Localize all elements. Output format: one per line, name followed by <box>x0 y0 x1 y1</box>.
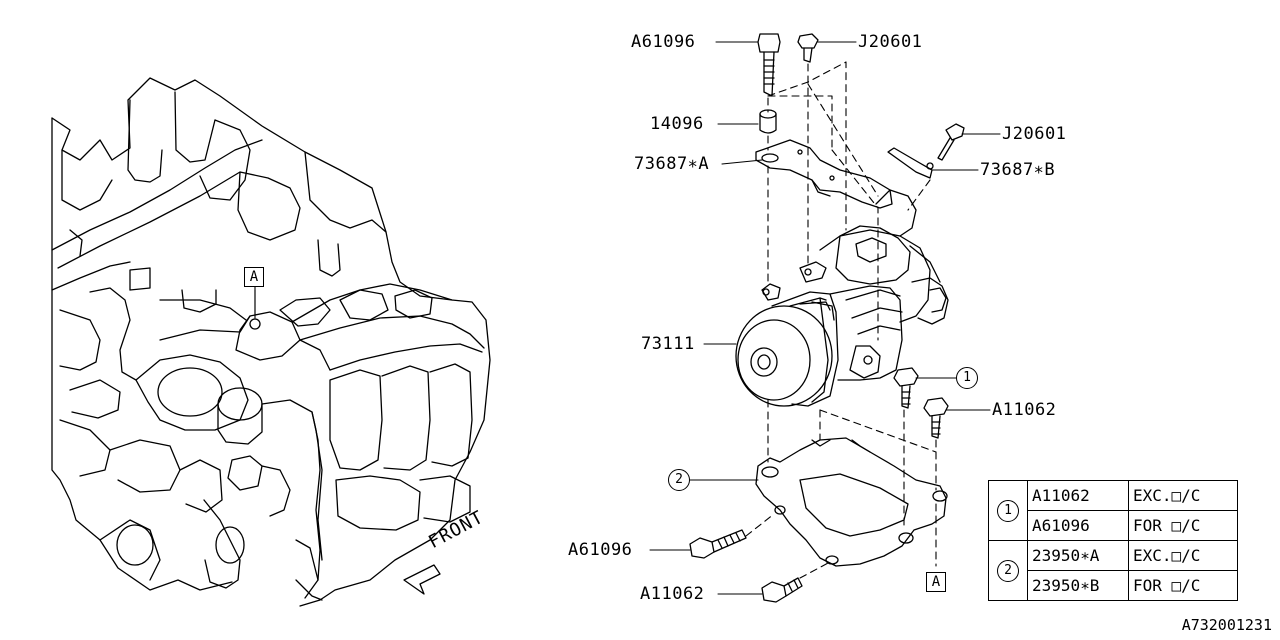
legend-callout-1: 1 <box>997 500 1019 522</box>
legend-condition: FOR □/C <box>1128 570 1238 601</box>
legend-part: A11062 <box>1027 480 1129 511</box>
legend-num-cell: 2 <box>988 540 1028 601</box>
front-arrow <box>403 564 441 595</box>
leader-lines <box>254 41 1001 595</box>
bolt-a11062-bottom <box>761 577 803 603</box>
legend-part: A61096 <box>1027 510 1129 541</box>
marker-a-bracket: A <box>926 572 946 592</box>
label-a61096-bottom: A61096 <box>568 540 633 560</box>
engine-illustration <box>51 77 491 607</box>
legend-row: 23950∗B FOR □/C <box>989 570 1238 601</box>
legend-part: 23950∗B <box>1027 570 1129 601</box>
label-73687a: 73687∗A <box>634 154 710 174</box>
bolt-a61096-top <box>757 33 781 97</box>
label-j20601-top: J20601 <box>858 32 923 52</box>
label-a11062-right: A11062 <box>992 400 1057 420</box>
legend-table: 1 A11062 EXC.□/C A61096 FOR □/C 2 23950∗… <box>988 480 1238 601</box>
label-a61096-top: A61096 <box>631 32 696 52</box>
legend-condition: FOR □/C <box>1128 510 1238 541</box>
label-73687b: 73687∗B <box>980 160 1056 180</box>
bolt-j20601-top <box>797 33 819 63</box>
bolt-callout-1 <box>893 367 919 409</box>
legend-callout-2: 2 <box>997 560 1019 582</box>
spacer-14096 <box>759 109 777 134</box>
label-a11062-bottom: A11062 <box>640 584 705 604</box>
legend-num-cell: 1 <box>988 480 1028 541</box>
legend-row: 1 A11062 EXC.□/C <box>988 480 1238 541</box>
label-73111: 73111 <box>641 334 695 354</box>
bolt-a61096-bottom <box>689 529 747 559</box>
marker-a-engine: A <box>244 267 264 287</box>
legend-condition: EXC.□/C <box>1128 540 1238 571</box>
label-14096: 14096 <box>650 114 704 134</box>
label-j20601-right: J20601 <box>1002 124 1067 144</box>
legend-part: 23950∗A <box>1027 540 1129 571</box>
legend-condition: EXC.□/C <box>1128 480 1238 511</box>
callout-1: 1 <box>956 367 978 389</box>
bracket-73687b <box>887 123 965 179</box>
assembly-dashed-lines <box>745 61 937 579</box>
legend-row: 2 23950∗A EXC.□/C <box>988 540 1238 601</box>
bolt-a11062-right <box>923 397 949 439</box>
bracket-callout-2 <box>755 437 948 567</box>
compressor-73111 <box>735 189 949 407</box>
diagram-id: A732001231 <box>1181 616 1272 634</box>
bracket-73687a <box>755 139 893 209</box>
callout-2: 2 <box>668 469 690 491</box>
